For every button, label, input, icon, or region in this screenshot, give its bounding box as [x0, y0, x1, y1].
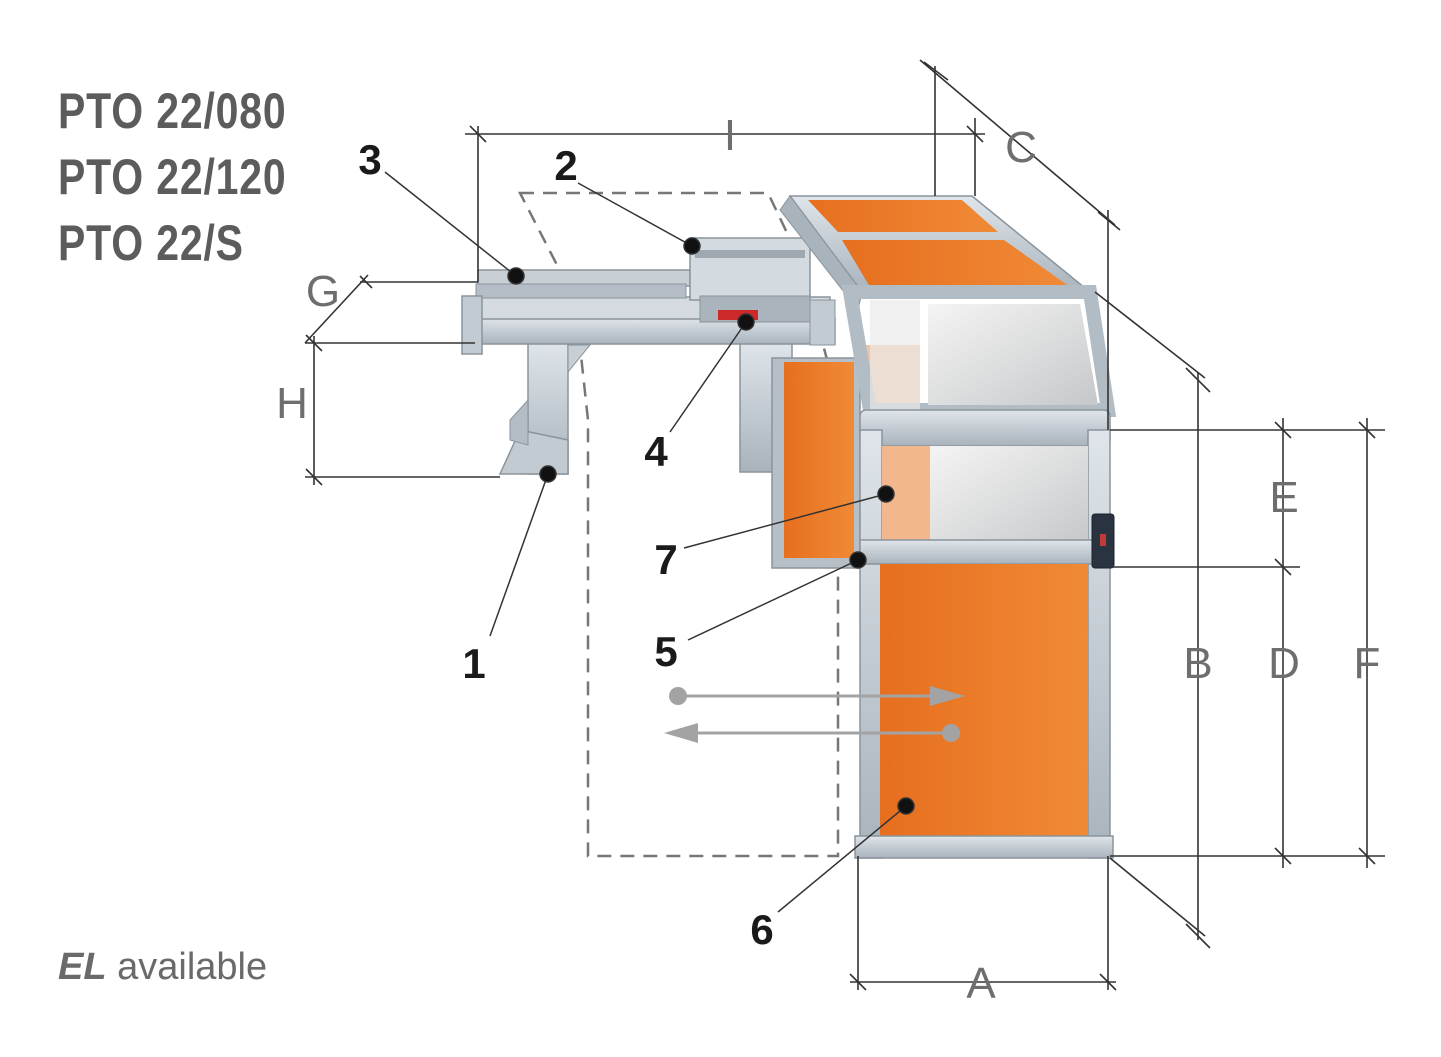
callout-3: 3 — [358, 136, 381, 183]
model-name-080: PTO 22/080 — [58, 83, 287, 139]
dimension-label-e: E — [1269, 473, 1298, 522]
el-badge: EL — [58, 946, 107, 988]
callout-1: 1 — [462, 640, 485, 687]
dimension-label-f: F — [1354, 639, 1381, 688]
model-name-s: PTO 22/S — [58, 215, 244, 271]
dimension-label-d: D — [1268, 639, 1300, 688]
availability-note: EL available — [58, 948, 267, 986]
dimension-label-i: I — [724, 111, 736, 160]
dimension-label-b: B — [1183, 639, 1212, 688]
dimension-label-c: C — [1005, 123, 1037, 172]
dimension-lines — [304, 59, 1385, 991]
callout-leaders — [384, 171, 915, 913]
robot-beams — [461, 237, 836, 355]
callout-7: 7 — [654, 536, 677, 583]
dimension-label-h: H — [276, 379, 308, 428]
model-name-120: PTO 22/120 — [58, 149, 287, 205]
side-upper-frame — [841, 285, 1117, 417]
callout-4: 4 — [644, 428, 668, 475]
availability-text: available — [117, 946, 268, 988]
front-unit — [854, 409, 1115, 859]
callout-6: 6 — [750, 906, 773, 953]
motion-arrows — [664, 686, 965, 743]
callout-5: 5 — [654, 628, 677, 675]
roof — [779, 195, 1093, 312]
callout-2: 2 — [554, 142, 577, 189]
dimension-label-g: G — [306, 267, 340, 316]
dimension-label-a: A — [966, 959, 996, 1008]
